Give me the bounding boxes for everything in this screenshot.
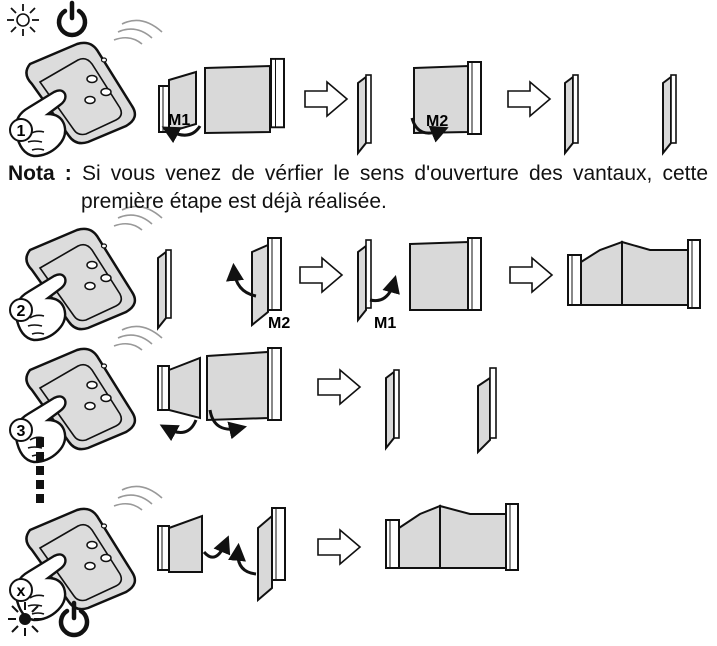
gate-both-closing	[157, 347, 282, 442]
gate-fully-open	[385, 503, 519, 571]
note-text: Nota : Si vous venez de vérfier le sens …	[8, 160, 708, 216]
power-icon	[58, 600, 90, 638]
blinking-light-icon	[7, 4, 39, 36]
step-badge: 1	[9, 118, 33, 142]
gate-open-m1-closing: M1	[158, 57, 285, 144]
svg-text:1: 1	[17, 123, 26, 140]
gate-m1-closed	[564, 74, 579, 154]
step-badge: x	[9, 578, 33, 602]
m2-label: M2	[426, 113, 448, 130]
gate-m2-closed	[662, 74, 677, 154]
gate-m1-closed	[157, 249, 172, 329]
next-arrow-icon	[509, 257, 553, 293]
svg-text:x: x	[17, 583, 26, 600]
m1-label: M1	[374, 315, 396, 332]
step-badge: 3	[9, 418, 33, 442]
next-arrow-icon	[507, 81, 551, 117]
next-arrow-icon	[317, 369, 361, 405]
gate-m1-closed	[385, 369, 400, 449]
note-label: Nota :	[8, 162, 72, 185]
note-line-1: Si vous venez de vérfier le sens d'ouver…	[81, 162, 708, 185]
steady-light-icon	[8, 602, 42, 636]
gate-m2-closed	[477, 367, 497, 455]
gate-m1-closed	[357, 74, 372, 154]
power-icon	[56, 0, 88, 38]
m1-label: M1	[168, 112, 190, 129]
gate-fully-open	[567, 239, 701, 309]
svg-text:2: 2	[17, 303, 26, 320]
step-badge: 2	[9, 298, 33, 322]
note-line-2: première étape est déjà réalisée.	[81, 190, 387, 213]
next-arrow-icon	[299, 257, 343, 293]
svg-text:3: 3	[17, 423, 26, 440]
gate-m2-opening: M2	[226, 237, 290, 332]
repeat-connector	[36, 438, 44, 503]
gate-m2-closing: M2	[410, 61, 482, 143]
next-arrow-icon	[304, 81, 348, 117]
gate-both-opening	[157, 507, 286, 603]
next-arrow-icon	[317, 529, 361, 565]
m2-label: M2	[268, 315, 290, 332]
gate-m1-opening: M1	[357, 237, 482, 332]
